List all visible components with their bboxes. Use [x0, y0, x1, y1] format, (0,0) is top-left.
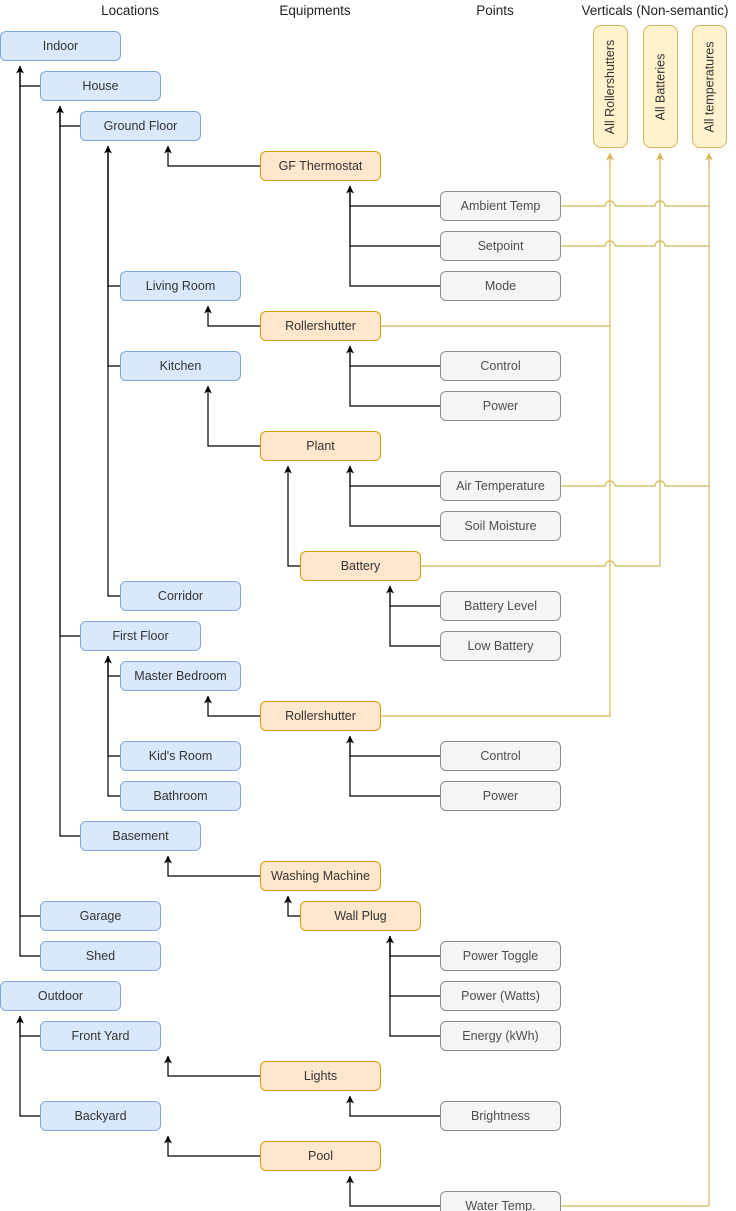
equipment-node-battery[interactable]: Battery [300, 551, 421, 581]
point-node-power-watts[interactable]: Power (Watts) [440, 981, 561, 1011]
equipment-node-washing-machine[interactable]: Washing Machine [260, 861, 381, 891]
node-label: Battery [340, 559, 381, 573]
point-node-brightness[interactable]: Brightness [440, 1101, 561, 1131]
vertical-node-all-batteries[interactable]: All Batteries [643, 25, 678, 148]
node-label: Setpoint [477, 239, 524, 253]
point-node-control-ff[interactable]: Control [440, 741, 561, 771]
node-label: Power (Watts) [461, 989, 540, 1003]
node-label: GF Thermostat [278, 159, 363, 173]
equipment-node-rollershutter-ff[interactable]: Rollershutter [260, 701, 381, 731]
node-label: Kitchen [159, 359, 202, 373]
point-node-water-temp[interactable]: Water Temp. [440, 1191, 561, 1211]
equipment-node-gf-thermostat[interactable]: GF Thermostat [260, 151, 381, 181]
node-label: All temperatures [702, 40, 717, 133]
node-label: Control [480, 359, 521, 373]
point-node-setpoint[interactable]: Setpoint [440, 231, 561, 261]
location-node-backyard[interactable]: Backyard [40, 1101, 161, 1131]
node-label: House [82, 79, 119, 93]
node-label: Power [482, 399, 519, 413]
location-node-kitchen[interactable]: Kitchen [120, 351, 241, 381]
point-node-battery-level[interactable]: Battery Level [440, 591, 561, 621]
node-label: Water Temp. [465, 1199, 536, 1211]
location-node-first-floor[interactable]: First Floor [80, 621, 201, 651]
column-header-equipments: Equipments [279, 3, 351, 18]
point-node-energy-kwh[interactable]: Energy (kWh) [440, 1021, 561, 1051]
location-node-master-bedroom[interactable]: Master Bedroom [120, 661, 241, 691]
node-label: All Batteries [653, 53, 668, 120]
point-node-air-temperature[interactable]: Air Temperature [440, 471, 561, 501]
location-node-outdoor[interactable]: Outdoor [0, 981, 121, 1011]
node-label: Washing Machine [271, 869, 370, 883]
node-label: Power [482, 789, 519, 803]
location-node-living-room[interactable]: Living Room [120, 271, 241, 301]
point-node-soil-moisture[interactable]: Soil Moisture [440, 511, 561, 541]
point-node-power-gf[interactable]: Power [440, 391, 561, 421]
point-node-power-ff[interactable]: Power [440, 781, 561, 811]
node-label: Basement [112, 829, 169, 843]
location-node-basement[interactable]: Basement [80, 821, 201, 851]
location-node-bathroom[interactable]: Bathroom [120, 781, 241, 811]
column-header-points: Points [476, 3, 514, 18]
node-label: First Floor [112, 629, 169, 643]
node-label: Living Room [145, 279, 216, 293]
node-label: Mode [484, 279, 517, 293]
point-node-low-battery[interactable]: Low Battery [440, 631, 561, 661]
column-header-verticals: Verticals (Non-semantic) [581, 3, 729, 18]
location-node-ground-floor[interactable]: Ground Floor [80, 111, 201, 141]
point-node-mode[interactable]: Mode [440, 271, 561, 301]
equipment-node-plant[interactable]: Plant [260, 431, 381, 461]
node-label: Master Bedroom [134, 669, 227, 683]
node-label: Corridor [157, 589, 204, 603]
point-node-ambient-temp[interactable]: Ambient Temp [440, 191, 561, 221]
node-label: Control [480, 749, 521, 763]
equipment-node-wall-plug[interactable]: Wall Plug [300, 901, 421, 931]
node-label: Low Battery [467, 639, 534, 653]
node-label: Bathroom [153, 789, 208, 803]
node-label: Backyard [74, 1109, 127, 1123]
vertical-node-all-rollershutters[interactable]: All Rollershutters [593, 25, 628, 148]
node-label: Outdoor [37, 989, 84, 1003]
node-label: Pool [307, 1149, 334, 1163]
node-label: Kid's Room [148, 749, 213, 763]
node-label: Battery Level [464, 599, 537, 613]
node-label: Lights [303, 1069, 338, 1083]
node-label: Rollershutter [285, 709, 356, 723]
node-label: Ground Floor [103, 119, 178, 133]
node-label: Soil Moisture [464, 519, 537, 533]
node-label: Indoor [42, 39, 79, 53]
point-node-power-toggle[interactable]: Power Toggle [440, 941, 561, 971]
node-label: Ambient Temp [460, 199, 541, 213]
location-node-corridor[interactable]: Corridor [120, 581, 241, 611]
node-label: Rollershutter [285, 319, 356, 333]
node-label: Brightness [470, 1109, 531, 1123]
node-label: Garage [79, 909, 122, 923]
node-label: All Rollershutters [603, 39, 618, 134]
node-label: Power Toggle [462, 949, 539, 963]
node-label: Wall Plug [334, 909, 387, 923]
node-label: Energy (kWh) [462, 1029, 539, 1043]
equipment-node-rollershutter-gf[interactable]: Rollershutter [260, 311, 381, 341]
node-label: Air Temperature [456, 479, 545, 493]
location-node-indoor[interactable]: Indoor [0, 31, 121, 61]
location-node-garage[interactable]: Garage [40, 901, 161, 931]
location-node-front-yard[interactable]: Front Yard [40, 1021, 161, 1051]
location-node-house[interactable]: House [40, 71, 161, 101]
equipment-node-pool[interactable]: Pool [260, 1141, 381, 1171]
node-label: Shed [85, 949, 116, 963]
equipment-node-lights[interactable]: Lights [260, 1061, 381, 1091]
vertical-node-all-temperatures[interactable]: All temperatures [692, 25, 727, 148]
node-label: Plant [306, 439, 335, 453]
location-node-shed[interactable]: Shed [40, 941, 161, 971]
point-node-control-gf[interactable]: Control [440, 351, 561, 381]
node-label: Front Yard [71, 1029, 130, 1043]
location-node-kids-room[interactable]: Kid's Room [120, 741, 241, 771]
column-header-locations: Locations [101, 3, 159, 18]
